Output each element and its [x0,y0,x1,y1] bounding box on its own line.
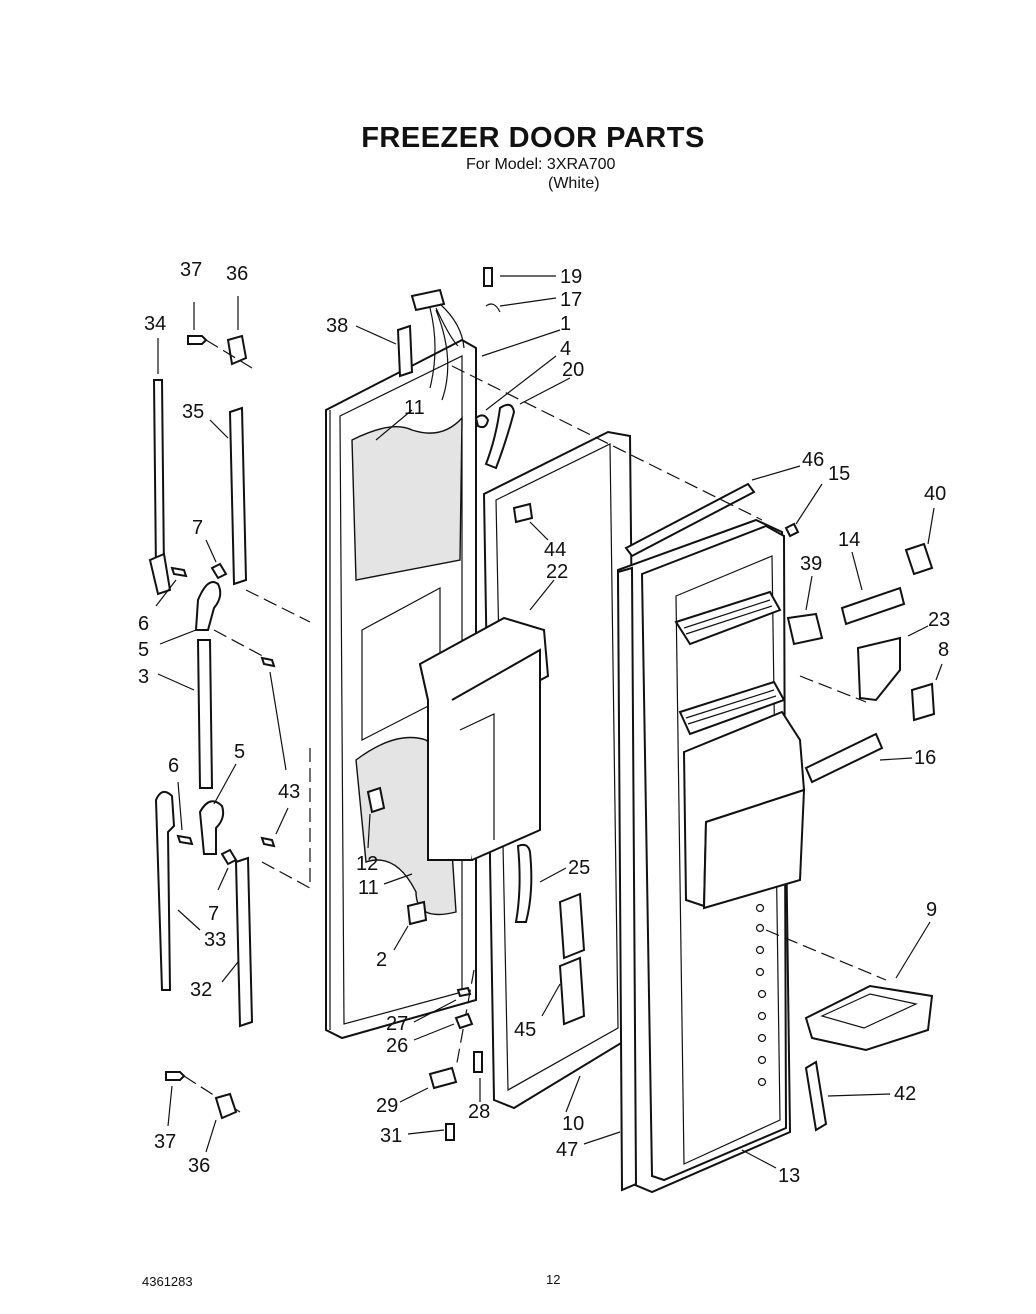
callout-23: 23 [928,609,950,631]
callout-11: 11 [404,397,425,419]
model-line: For Model: 3XRA700 [466,156,616,173]
lower-hinge-assembly [154,763,254,1028]
callout-26: 26 [386,1035,408,1057]
callout-2: 2 [376,949,387,971]
callout-29: 29 [376,1095,398,1117]
callout-3: 3 [138,666,149,688]
callout-8: 8 [938,639,949,661]
callout-47: 47 [556,1139,578,1161]
callout-11: 11 [358,877,379,899]
callout-19: 19 [560,266,582,288]
callout-39: 39 [800,553,822,575]
callout-43: 43 [278,781,300,803]
callout-33: 33 [204,929,226,951]
callout-42: 42 [894,1083,916,1105]
right-side-parts [451,267,943,1132]
callout-37: 37 [180,259,202,281]
callout-35: 35 [182,401,204,423]
page-number: 12 [546,1272,561,1287]
bottom-hardware [399,969,483,1141]
callout-14: 14 [838,529,860,551]
callout-32: 32 [190,979,212,1001]
callout-9: 9 [926,899,937,921]
callout-38: 38 [326,315,348,337]
callout-5: 5 [138,639,149,661]
callout-6: 6 [138,613,149,635]
callout-7: 7 [208,903,219,925]
callout-27: 27 [386,1013,408,1035]
callout-16: 16 [914,747,936,769]
callout-5: 5 [234,741,245,763]
callout-13: 13 [778,1165,800,1187]
callout-12: 12 [356,853,378,875]
callout-28: 28 [468,1101,490,1123]
color-line: (White) [548,175,600,192]
upper-hinge-assembly [148,296,311,889]
callout-17: 17 [560,289,582,311]
document-number: 4361283 [142,1274,193,1289]
callout-36: 36 [188,1155,210,1177]
callout-20: 20 [562,359,584,381]
callout-46: 46 [802,449,824,471]
callout-25: 25 [568,857,590,879]
bottom-hinge-assembly [165,1071,241,1153]
callout-1: 1 [560,313,571,335]
door-front-panel [565,518,806,1194]
callout-40: 40 [924,483,946,505]
callout-6: 6 [168,755,179,777]
callout-34: 34 [144,313,166,335]
door-gasket [474,355,638,1110]
callout-7: 7 [192,517,203,539]
callout-labels: 37 36 34 35 7 6 5 3 6 5 43 7 33 32 38 19… [138,259,950,1187]
callout-10: 10 [562,1113,584,1135]
callout-36: 36 [226,263,248,285]
callout-37: 37 [154,1131,176,1153]
callout-31: 31 [380,1125,402,1147]
dispenser-housing [418,579,586,1026]
callout-15: 15 [828,463,850,485]
callout-4: 4 [560,338,571,360]
callout-45: 45 [514,1019,536,1041]
callout-22: 22 [546,561,568,583]
callout-44: 44 [544,539,566,561]
diagram-title: FREEZER DOOR PARTS [361,122,705,154]
